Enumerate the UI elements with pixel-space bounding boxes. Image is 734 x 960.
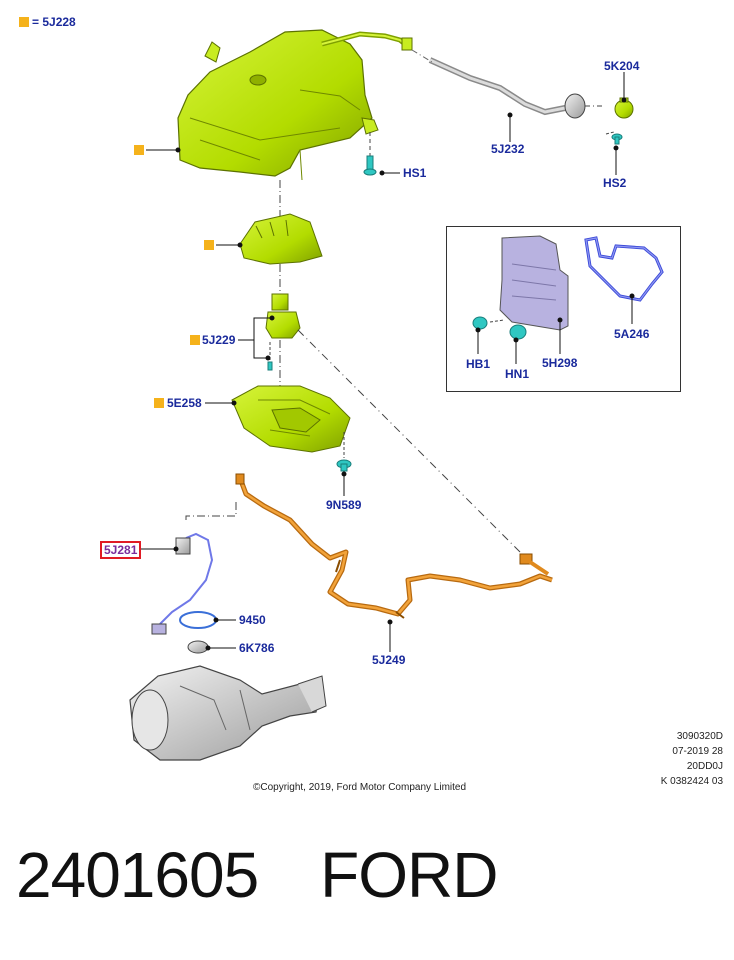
legend: = 5J228 (19, 15, 76, 29)
def-reservoir-tank (177, 29, 379, 181)
screw-9n589 (336, 432, 352, 472)
catalytic-converter (129, 665, 327, 761)
callout-5e258[interactable]: 5E258 (167, 396, 202, 410)
wiring-harness-5j249 (235, 473, 553, 619)
control-module-5h298 (499, 235, 569, 331)
callout-5j229[interactable]: 5J229 (202, 333, 236, 347)
square-icon (19, 17, 29, 27)
footer: 2401605 FORD (16, 838, 498, 912)
callout-5j249[interactable]: 5J249 (372, 653, 406, 667)
meta-line-3: 20DD0J (686, 761, 723, 772)
callout-5j281-highlighted[interactable]: 5J281 (100, 541, 142, 559)
bracket-5e258 (231, 385, 351, 453)
reference-square-tank (134, 145, 144, 155)
parts-diagram (129, 29, 664, 761)
gasket-9450 (179, 611, 217, 629)
callout-hs2[interactable]: HS2 (603, 176, 627, 190)
callout-5a246[interactable]: 5A246 (614, 327, 650, 341)
pump-assembly-5j229 (265, 293, 301, 371)
callout-5h298[interactable]: 5H298 (542, 356, 578, 370)
callout-9450[interactable]: 9450 (239, 613, 266, 627)
reservoir-hose (321, 31, 413, 51)
callout-hn1[interactable]: HN1 (505, 367, 530, 381)
callout-9n589[interactable]: 9N589 (326, 498, 362, 512)
part-number: 2401605 (16, 839, 259, 911)
sensor-5j281 (151, 532, 214, 635)
meta-line-4: K 0382424 03 (660, 776, 723, 787)
reservoir-cover (239, 213, 323, 265)
bracket-5a246 (584, 236, 664, 302)
reference-square-cover (204, 240, 214, 250)
nut-6k786 (187, 640, 209, 654)
reference-square-bracket (154, 398, 164, 408)
meta-line-1: 3090320D (676, 731, 723, 742)
leader-lines (140, 72, 627, 652)
callout-5k204[interactable]: 5K204 (604, 59, 640, 73)
vent-tube (411, 49, 602, 119)
screw-hs1 (363, 132, 377, 176)
screw-hs2 (605, 131, 623, 145)
copyright-notice: ©Copyright, 2019, Ford Motor Company Lim… (253, 782, 467, 793)
legend-text: = 5J228 (32, 15, 76, 29)
inset-leaders (475, 293, 635, 364)
reference-square-pump (190, 335, 200, 345)
callout-hb1[interactable]: HB1 (466, 357, 491, 371)
meta-line-2: 07-2019 28 (672, 746, 723, 757)
callout-5j232[interactable]: 5J232 (491, 142, 525, 156)
callout-6k786[interactable]: 6K786 (239, 641, 275, 655)
callout-hs1[interactable]: HS1 (403, 166, 427, 180)
drawing-meta: 3090320D 07-2019 28 20DD0J K 0382424 03 (661, 729, 723, 789)
brand-name: FORD (320, 839, 498, 911)
inset-frame (446, 226, 681, 392)
